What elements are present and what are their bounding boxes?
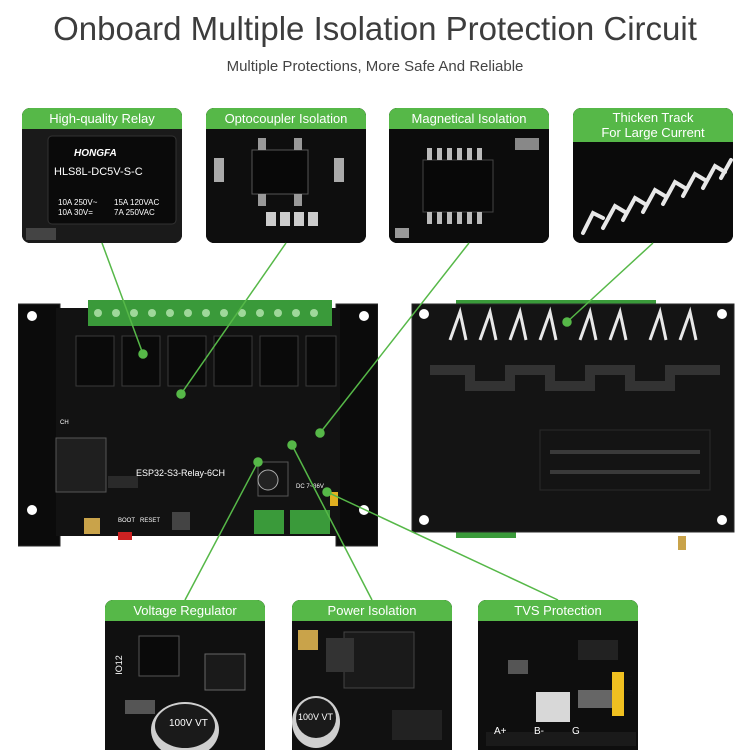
- board-front: [18, 300, 378, 547]
- callout-track: Thicken Track For Large Current: [573, 108, 733, 243]
- tvs-photo: [478, 600, 638, 750]
- board-reset-label: RESET: [140, 518, 161, 524]
- callout-track-label-line1: Thicken Track: [612, 110, 694, 125]
- callout-magnetical: Magnetical Isolation: [389, 108, 549, 243]
- callout-relay: HONGFA HLS8L-DC5V-S-C 10A 250V~ 10A 30V=…: [22, 108, 182, 243]
- callout-track-label: Thicken Track For Large Current: [573, 108, 733, 142]
- power-photo: [292, 600, 452, 750]
- callout-tvs: A+ B- G 120R TVS Protection: [478, 600, 638, 750]
- relay-rating-2: 10A 30V=: [58, 208, 93, 217]
- tvs-pin-a: A+: [494, 726, 507, 737]
- board-ch-label: CH: [60, 420, 69, 426]
- callout-optocoupler-label: Optocoupler Isolation: [206, 108, 366, 129]
- callout-tvs-label: TVS Protection: [478, 600, 638, 621]
- callout-regulator-label: Voltage Regulator: [105, 600, 265, 621]
- callout-power-label: Power Isolation: [292, 600, 452, 621]
- board-boot-label: BOOT: [118, 518, 136, 524]
- regulator-photo: [105, 600, 265, 750]
- relay-rating-4: 7A 250VAC: [114, 208, 155, 217]
- callout-relay-label: High-quality Relay: [22, 108, 182, 129]
- magnetical-photo: [389, 108, 549, 243]
- callout-optocoupler: Optocoupler Isolation: [206, 108, 366, 243]
- board-back: [411, 300, 735, 550]
- relay-rating-1: 10A 250V~: [58, 198, 98, 207]
- callout-track-label-line2: For Large Current: [601, 125, 705, 140]
- callout-magnetical-label: Magnetical Isolation: [389, 108, 549, 129]
- relay-brand: HONGFA: [74, 148, 117, 159]
- callout-regulator: IO12 100V VT Voltage Regulator: [105, 600, 265, 750]
- page-title: Onboard Multiple Isolation Protection Ci…: [53, 10, 697, 47]
- power-cap-text: 100V VT: [298, 712, 334, 722]
- relay-rating-3: 15A 120VAC: [114, 198, 160, 207]
- regulator-cap-text: 100V VT: [169, 718, 208, 729]
- tvs-pin-b: B-: [534, 726, 544, 737]
- tvs-pin-g: G: [572, 726, 580, 737]
- tvs-jumper-label: 120R: [623, 674, 634, 696]
- relay-photo: [22, 108, 182, 243]
- callout-power: 100V VT Power Isolation: [292, 600, 452, 750]
- page-subtitle: Multiple Protections, More Safe And Reli…: [226, 58, 524, 75]
- board-power-label: DC 7~36V: [296, 484, 324, 490]
- optocoupler-photo: [206, 108, 366, 243]
- relay-model: HLS8L-DC5V-S-C: [54, 166, 143, 178]
- board-name: ESP32-S3-Relay-6CH: [136, 468, 226, 478]
- regulator-pin-label: IO12: [113, 655, 124, 675]
